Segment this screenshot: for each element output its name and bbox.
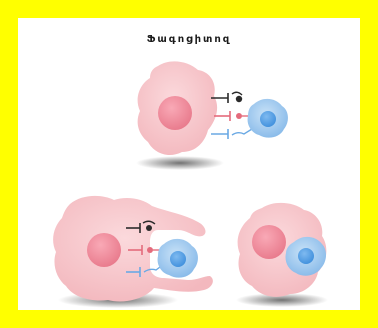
pathogen-nucleus [260,111,276,127]
phagocytosis-diagram [18,18,360,310]
stage-phagosome [236,203,328,307]
receptor-red [214,111,251,121]
pathogen-nucleus [170,251,186,267]
diagram-frame: Ֆագոցիտոզ [18,18,360,310]
pathogen-nucleus [298,248,314,264]
cell-shadow [136,156,224,170]
receptor-blue [211,129,252,139]
macrophage-nucleus [158,96,192,130]
macrophage-nucleus [87,233,121,267]
stage-recognition [136,61,288,170]
stage-engulfment [53,196,213,308]
macrophage-nucleus [252,225,286,259]
